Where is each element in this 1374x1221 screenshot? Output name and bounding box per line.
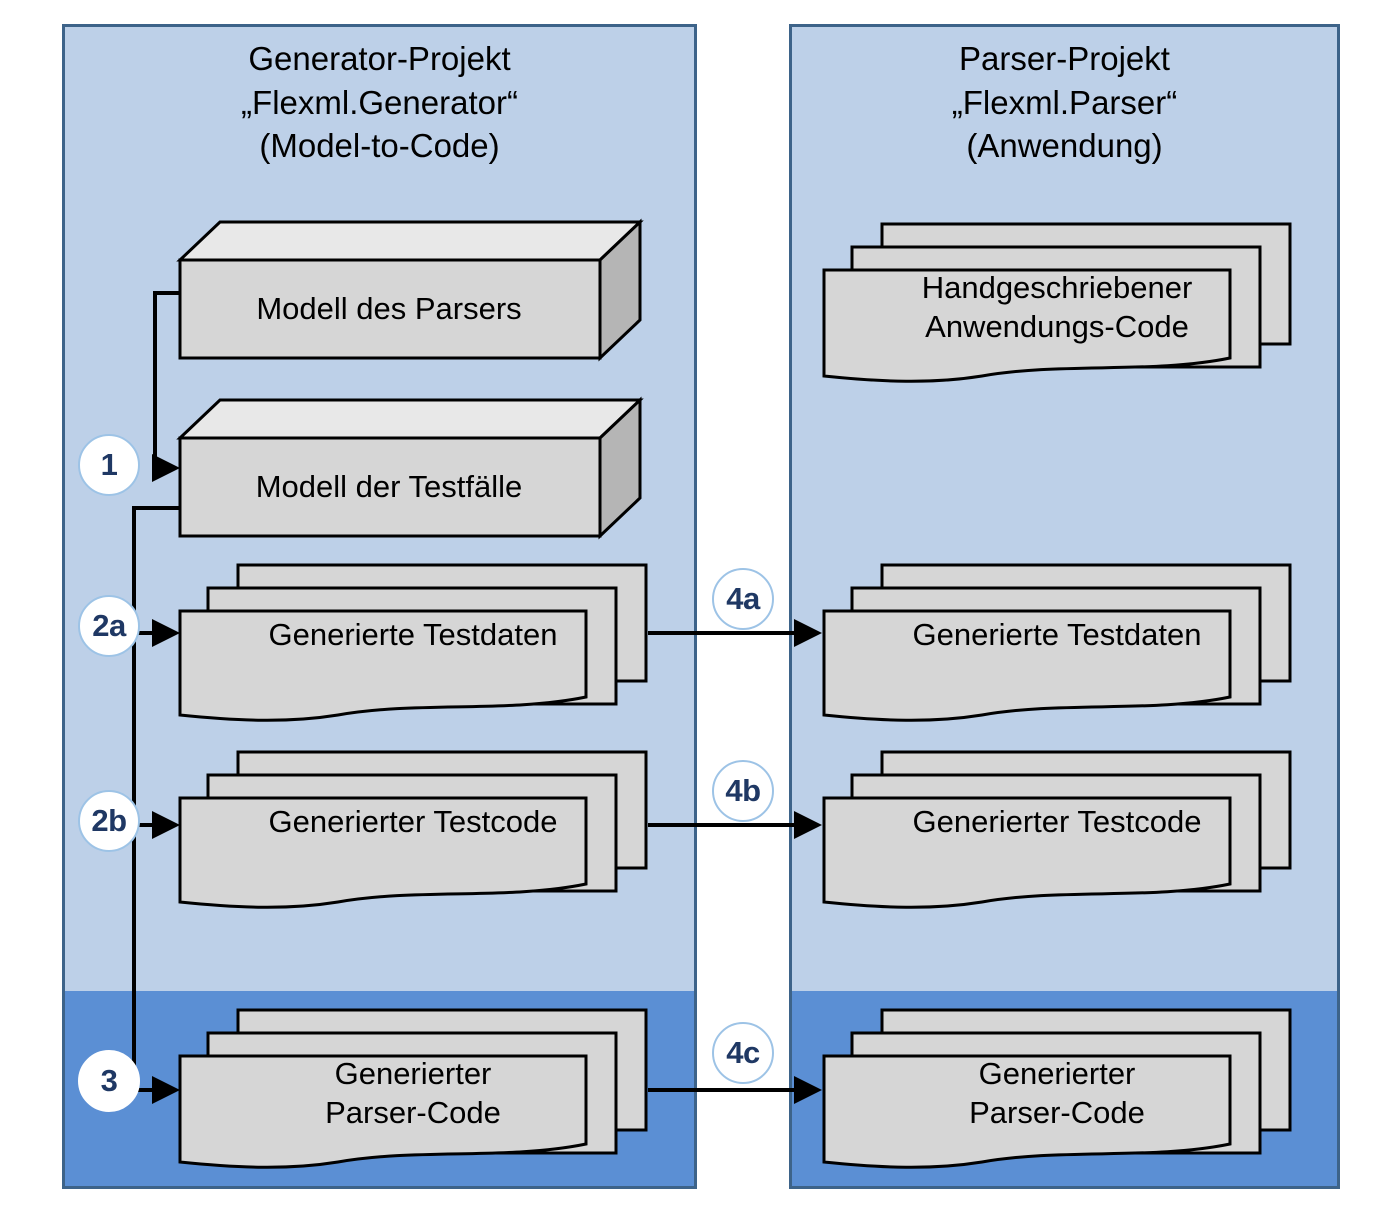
shape-generierter-testcode-parser[interactable]: Generierter Testcode	[822, 750, 1292, 912]
badge-step-3[interactable]: 3	[78, 1050, 140, 1112]
shape-label: Generierte Testdaten	[268, 616, 558, 652]
shape-generierter-parser-code-generator[interactable]: Generierter Parser-Code	[178, 1008, 648, 1178]
badge-step-4a[interactable]: 4a	[712, 568, 774, 630]
shape-modell-der-testfaelle[interactable]: Modell der Testfälle	[176, 396, 644, 540]
shape-generierte-testdaten-generator[interactable]: Generierte Testdaten	[178, 563, 648, 725]
shape-handgeschriebener-anwendungs-code[interactable]: Handgeschriebener Anwendungs-Code	[822, 222, 1292, 392]
badge-step-2b[interactable]: 2b	[78, 790, 140, 852]
cube-front-face	[178, 436, 602, 538]
generator-panel-title: Generator-Projekt „Flexml.Generator“ (Mo…	[241, 40, 518, 165]
shape-modell-des-parsers[interactable]: Modell des Parsers	[176, 218, 644, 362]
badge-step-4c[interactable]: 4c	[712, 1022, 774, 1084]
doc-front-sheet	[822, 268, 1232, 383]
shape-label: Generierter Parser-Code	[325, 1056, 501, 1130]
doc-front-sheet	[822, 609, 1232, 722]
doc-front-sheet	[178, 796, 588, 909]
cube-front-face	[178, 258, 602, 360]
shape-label: Generierter Parser-Code	[969, 1056, 1145, 1130]
shape-label: Generierter Testcode	[268, 803, 558, 839]
shape-label: Modell des Parsers	[256, 291, 522, 326]
doc-front-sheet	[178, 609, 588, 722]
shape-label: Handgeschriebener Anwendungs-Code	[921, 270, 1193, 344]
badge-step-4b[interactable]: 4b	[712, 760, 774, 822]
doc-front-sheet	[822, 796, 1232, 909]
shape-generierter-testcode-generator[interactable]: Generierter Testcode	[178, 750, 648, 912]
shape-label: Generierter Testcode	[912, 803, 1202, 839]
cube-top-face	[176, 220, 644, 262]
doc-front-sheet	[822, 1054, 1232, 1169]
shape-generierte-testdaten-parser[interactable]: Generierte Testdaten	[822, 563, 1292, 725]
badge-step-1[interactable]: 1	[78, 434, 140, 496]
doc-front-sheet	[178, 1054, 588, 1169]
shape-generierter-parser-code-parser[interactable]: Generierter Parser-Code	[822, 1008, 1292, 1178]
badge-step-2a[interactable]: 2a	[78, 595, 140, 657]
cube-top-face	[176, 398, 644, 440]
shape-label: Generierte Testdaten	[912, 616, 1202, 652]
shape-label: Modell der Testfälle	[255, 469, 523, 504]
parser-panel-title: Parser-Projekt „Flexml.Parser“ (Anwendun…	[951, 40, 1178, 165]
